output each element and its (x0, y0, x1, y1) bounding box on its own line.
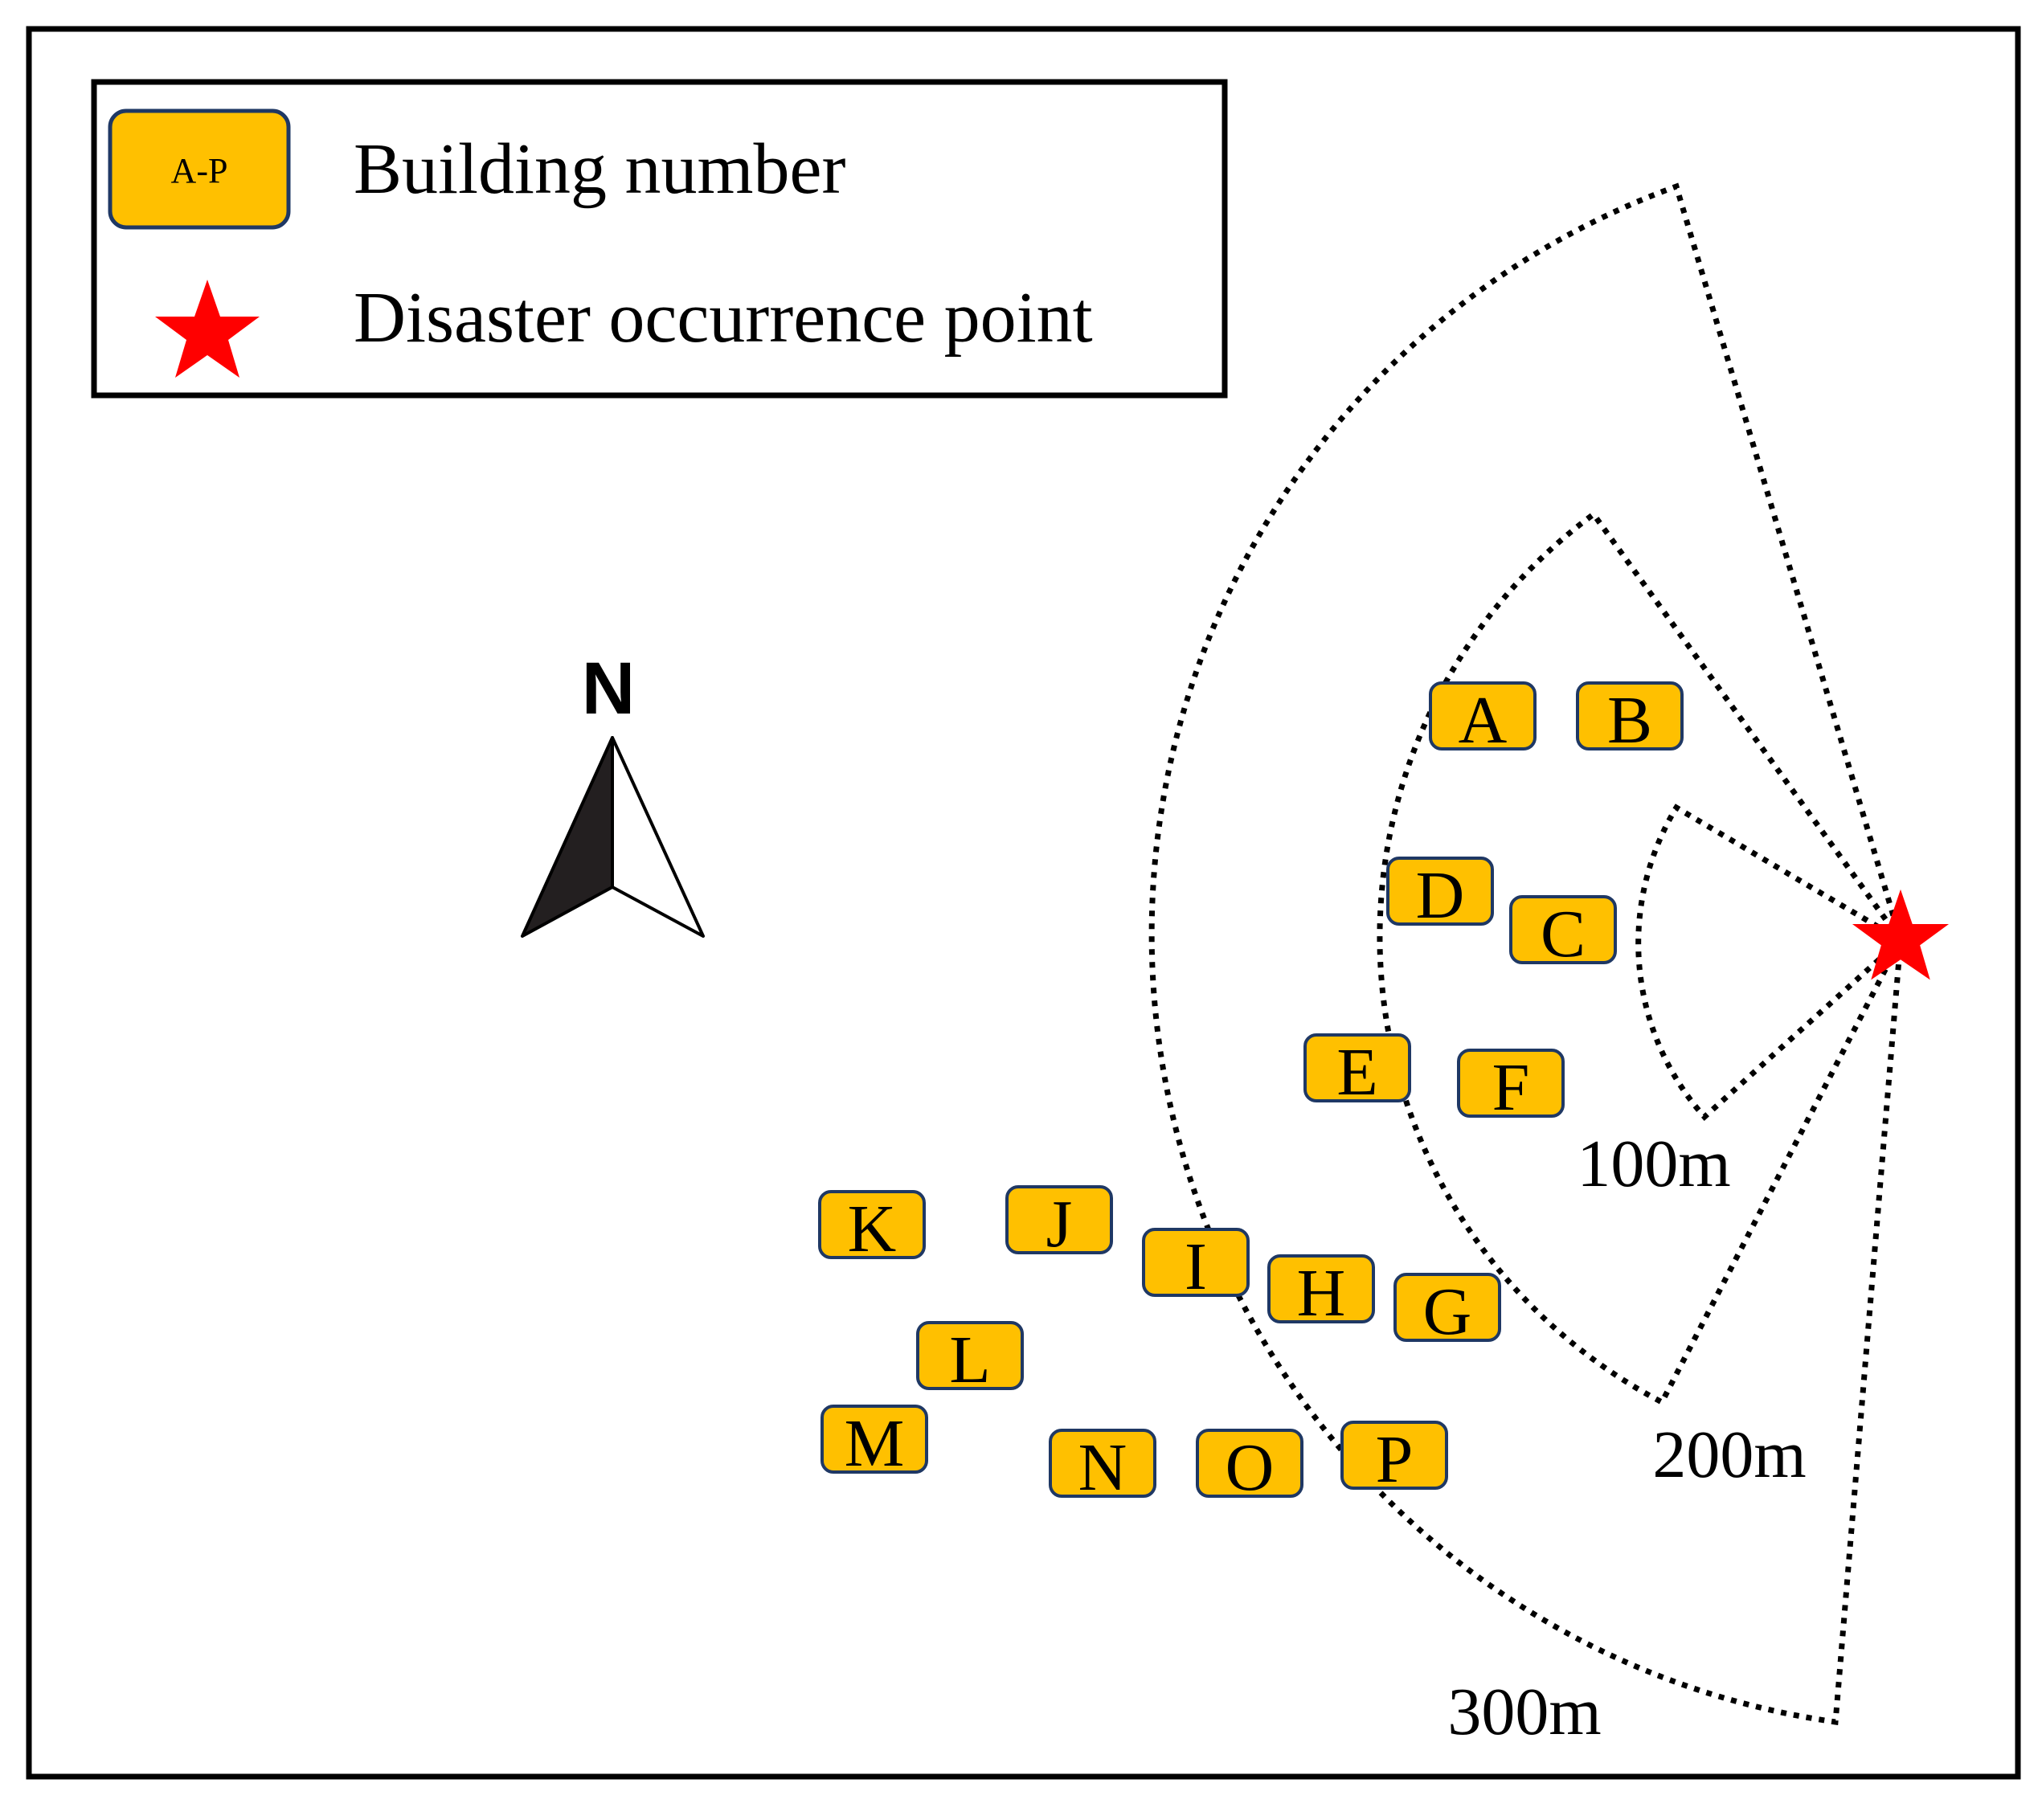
legend: A-P Building number Disaster occurrence … (91, 79, 1228, 399)
zone-sectors (1148, 182, 1905, 1725)
building-a[interactable]: A (1429, 681, 1537, 758)
building-f-label: F (1492, 1050, 1530, 1125)
building-l-label: L (949, 1323, 990, 1397)
north-arrow-right-half (611, 736, 705, 938)
building-o[interactable]: O (1196, 1429, 1303, 1505)
building-g[interactable]: G (1393, 1273, 1501, 1349)
legend-item-disaster: Disaster occurrence point (155, 278, 1093, 378)
building-b[interactable]: B (1576, 681, 1684, 758)
building-j[interactable]: J (1005, 1185, 1113, 1262)
building-e[interactable]: E (1303, 1033, 1411, 1110)
building-n-label: N (1078, 1430, 1127, 1505)
building-b-label: B (1607, 683, 1652, 758)
building-h-label: H (1297, 1256, 1346, 1331)
building-m[interactable]: M (820, 1405, 928, 1481)
legend-building-label: Building number (354, 129, 845, 209)
building-markers: A B C D E F G H (818, 681, 1684, 1505)
zone-300m-outline (1148, 182, 1904, 1725)
building-m-label: M (845, 1406, 905, 1481)
building-h[interactable]: H (1267, 1254, 1375, 1331)
building-f[interactable]: F (1457, 1049, 1565, 1125)
zone-label-300m: 300m (1447, 1675, 1601, 1749)
building-d-label: D (1416, 858, 1465, 933)
building-i[interactable]: I (1142, 1228, 1250, 1304)
building-a-label: A (1459, 683, 1508, 758)
building-e-label: E (1336, 1035, 1377, 1110)
building-l[interactable]: L (916, 1321, 1024, 1397)
legend-item-building: A-P Building number (108, 108, 845, 230)
disaster-star-icon[interactable] (1852, 889, 1950, 980)
building-o-label: O (1226, 1430, 1275, 1505)
legend-disaster-label: Disaster occurrence point (354, 278, 1093, 358)
zone-200m-outline (1377, 510, 1905, 1406)
building-p-label: P (1376, 1422, 1414, 1497)
legend-star-icon (155, 280, 260, 378)
legend-building-swatch-text: A-P (171, 151, 228, 190)
building-g-label: G (1423, 1274, 1472, 1349)
north-arrow: N (521, 648, 705, 938)
building-k-label: K (848, 1192, 897, 1266)
zone-label-200m: 200m (1652, 1417, 1806, 1492)
legend-building-swatch (108, 108, 291, 230)
building-p[interactable]: P (1340, 1421, 1448, 1497)
building-n[interactable]: N (1049, 1429, 1156, 1505)
building-j-label: J (1046, 1187, 1073, 1262)
zone-label-100m: 100m (1577, 1127, 1730, 1201)
building-c[interactable]: C (1509, 895, 1617, 971)
building-c-label: C (1541, 897, 1586, 971)
building-k[interactable]: K (818, 1190, 926, 1266)
building-i-label: I (1185, 1229, 1207, 1304)
north-label: N (582, 648, 635, 730)
zone-100m-outline (1635, 804, 1905, 1121)
building-d[interactable]: D (1386, 857, 1494, 933)
